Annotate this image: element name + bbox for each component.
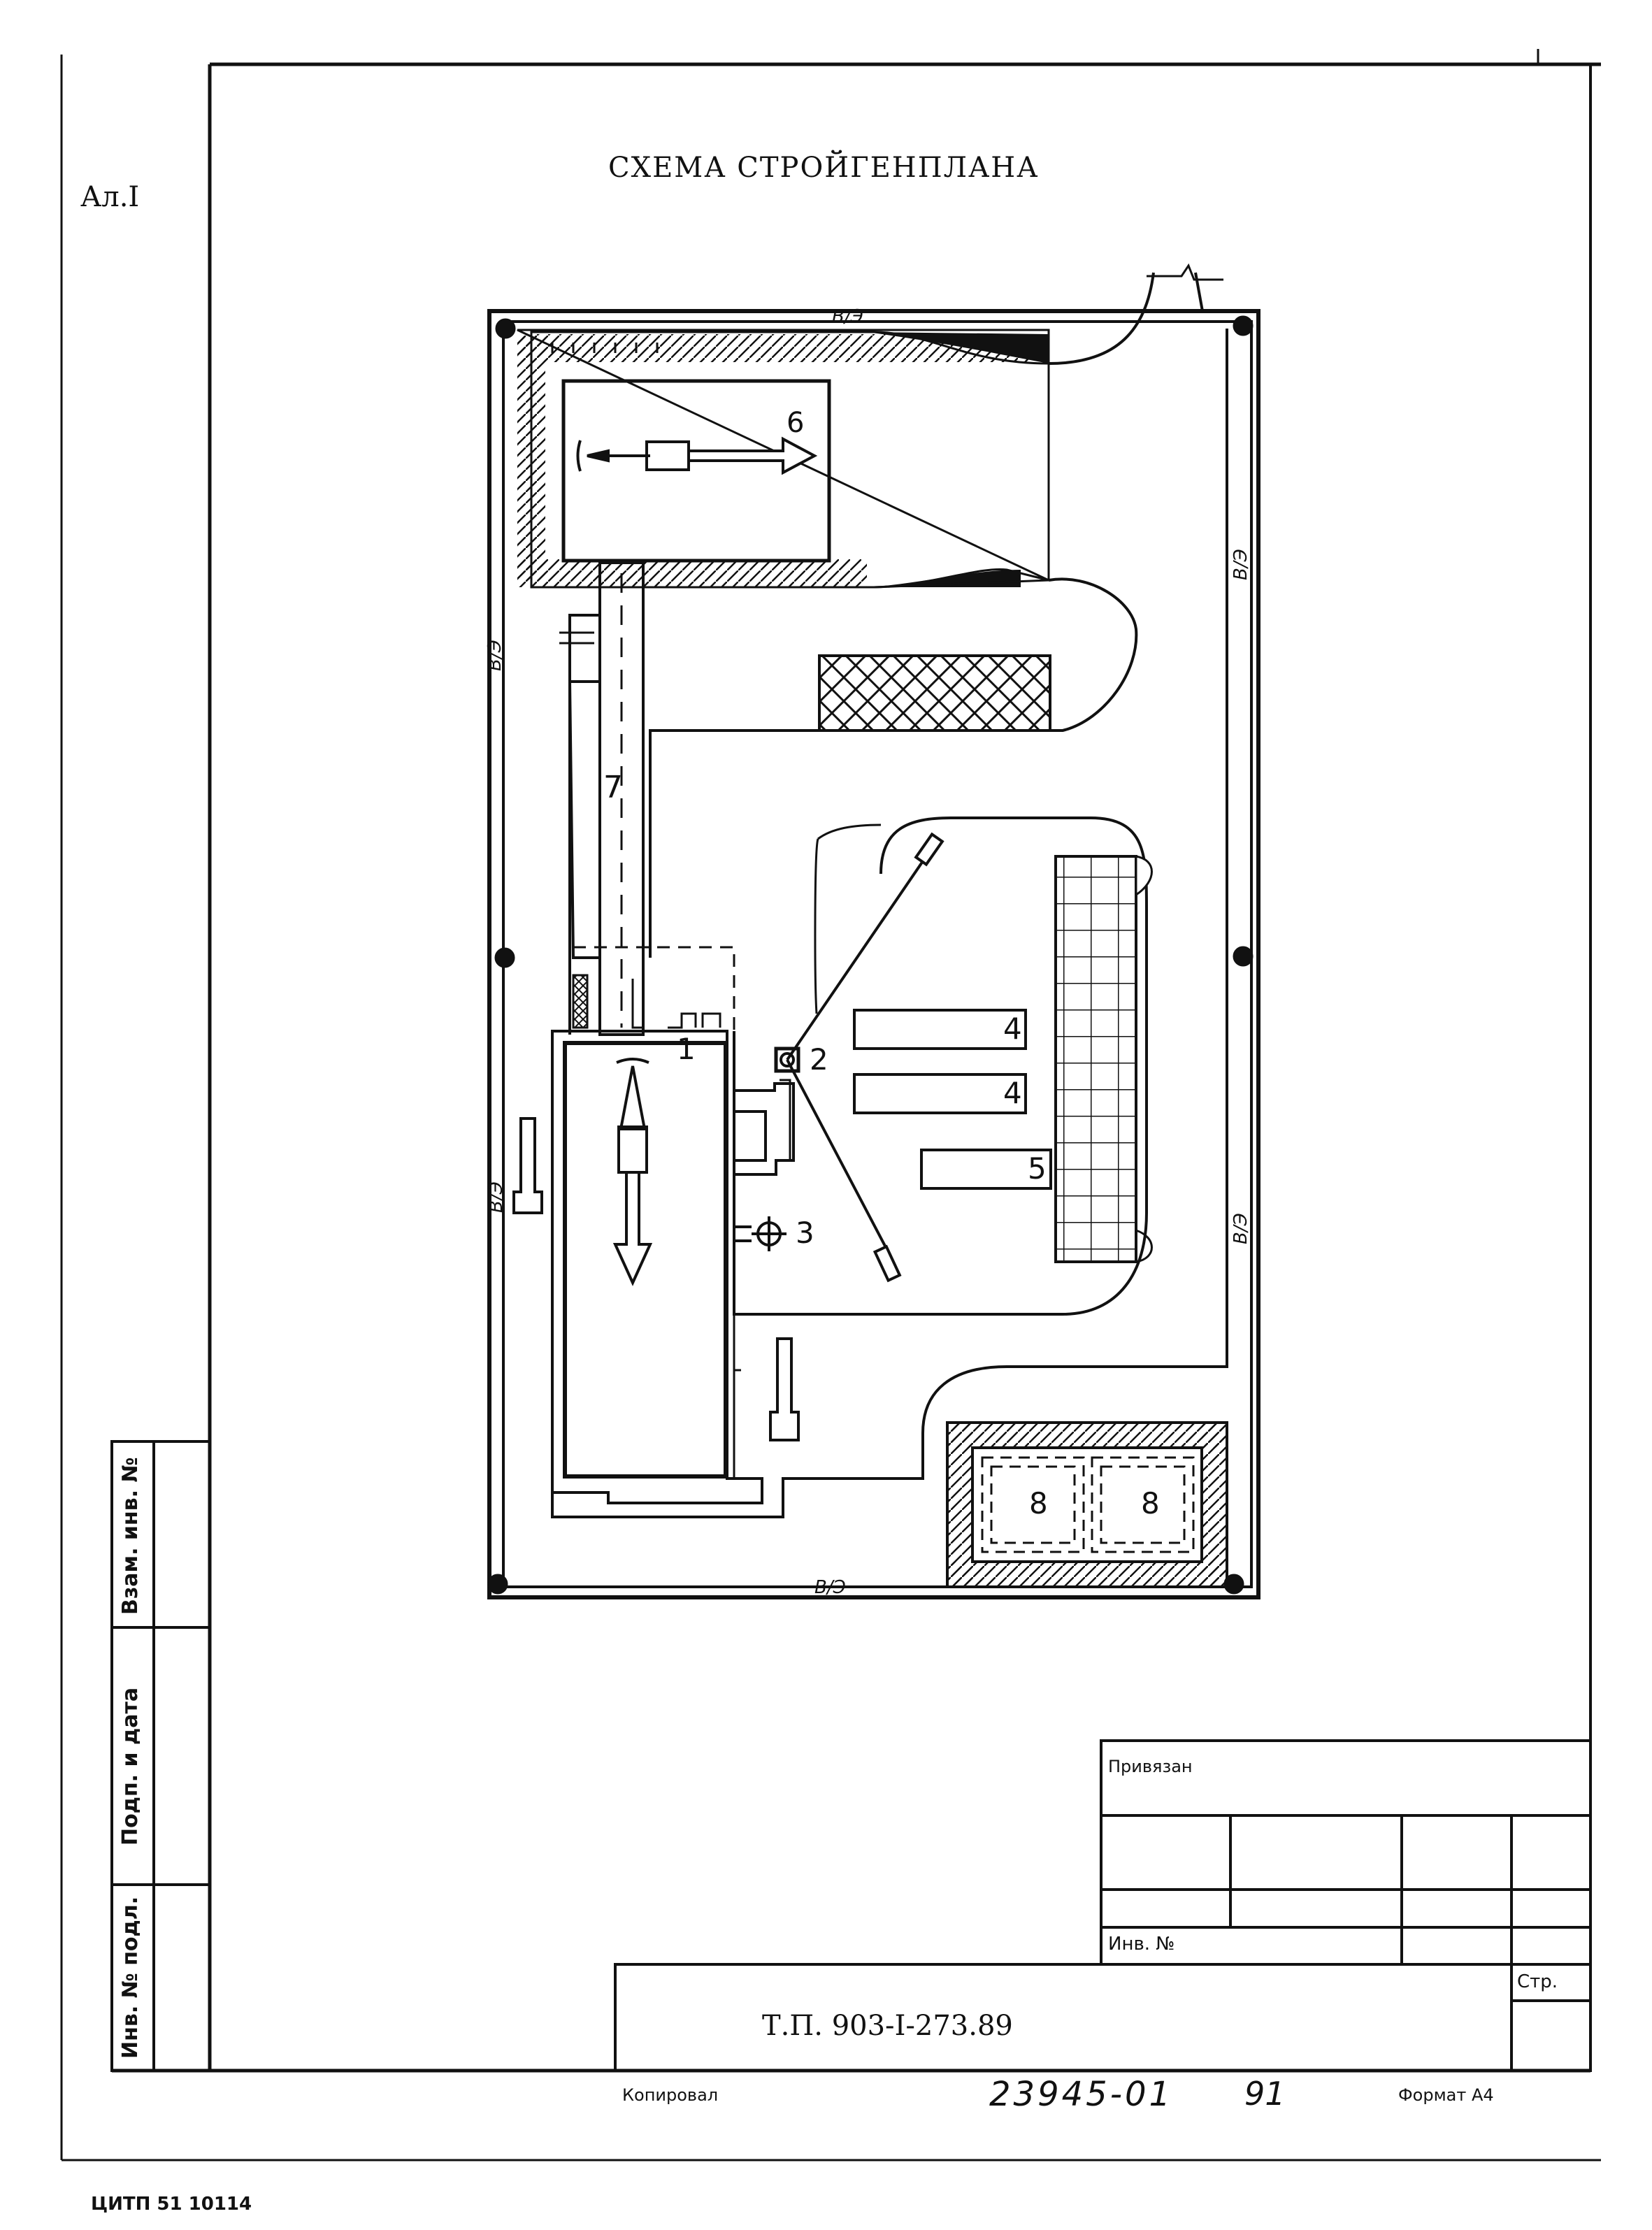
label-object-4a: 4	[1003, 1012, 1022, 1046]
label-object-1: 1	[677, 1032, 696, 1066]
crane-track-arrow-6	[576, 436, 818, 475]
label-object-3: 3	[796, 1216, 814, 1250]
fence-label-right-bottom: В/Э	[1230, 1213, 1251, 1244]
inventory-label: Инв. №	[1108, 1934, 1175, 1955]
site-plan	[487, 263, 1260, 1599]
fence-label-left-top: В/Э	[484, 640, 505, 671]
label-object-6: 6	[787, 407, 805, 439]
fence-label-bottom: В/Э	[814, 1577, 846, 1598]
tower-crane-2	[734, 832, 944, 1283]
label-object-4b: 4	[1003, 1076, 1022, 1110]
footer-code: ЦИТП 51 10114	[91, 2194, 252, 2215]
side-stamp-signature-date: Подп. и дата	[118, 1687, 143, 1846]
fence-ticks	[530, 343, 659, 353]
drawing-title: СХЕМА СТРОЙГЕНПЛАНА	[608, 152, 1040, 184]
format-label: Формат А4	[1398, 2085, 1494, 2105]
crane-track-arrow-1	[612, 1058, 653, 1286]
fence-label-right-top: В/Э	[1230, 549, 1251, 580]
hoist-3	[734, 1216, 787, 1251]
title-block-frame	[614, 1739, 1592, 2072]
road-7	[559, 561, 645, 1036]
object-1	[551, 974, 763, 1504]
tied-label: Привязан	[1108, 1757, 1193, 1776]
label-object-7: 7	[603, 770, 623, 805]
copied-label: Копировал	[622, 2085, 719, 2105]
grid-storage	[1054, 855, 1137, 1263]
copy-number: 23945-01	[989, 2075, 1174, 2114]
label-object-8b: 8	[1141, 1486, 1160, 1520]
pits-8	[946, 1421, 1228, 1588]
fence-label-left-bottom: В/Э	[486, 1181, 507, 1213]
sheet-frame	[60, 49, 1601, 2161]
object-6-box	[561, 379, 831, 563]
sheet-label: Стр.	[1517, 1971, 1558, 1992]
label-object-5: 5	[1028, 1151, 1047, 1186]
mobile-equipment	[512, 1117, 800, 1441]
side-stamp-replaced-inv: Взам. инв. №	[118, 1457, 143, 1615]
object-4a-box	[853, 1009, 1027, 1050]
sheet-number: 91	[1244, 2075, 1286, 2113]
fence-posts	[487, 315, 1254, 1595]
label-object-2: 2	[810, 1042, 828, 1077]
crosshatched-storage	[818, 654, 1051, 732]
page-tag: Ал.I	[80, 181, 140, 213]
object-4b-box	[853, 1073, 1027, 1114]
fence-label-top: В/Э	[832, 306, 863, 327]
side-stamp-original-inv: Инв. № подл.	[118, 1896, 143, 2059]
side-stamp-frame	[110, 1440, 211, 2072]
label-object-8a: 8	[1029, 1486, 1048, 1520]
document-code: Т.П. 903-I-273.89	[762, 2010, 1013, 2042]
object-5-box	[920, 1149, 1052, 1190]
